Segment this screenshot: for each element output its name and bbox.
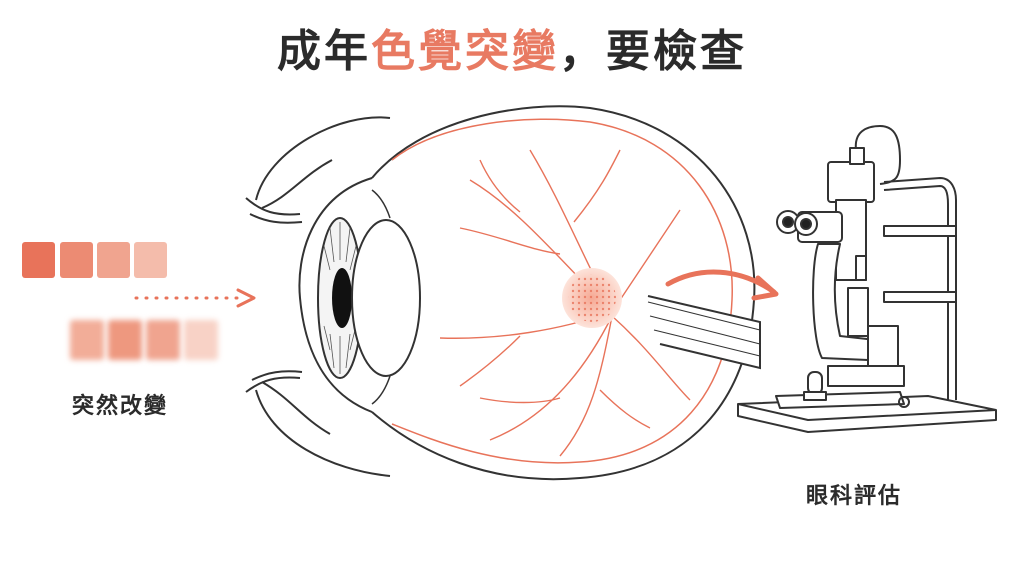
title-part-1: 成年	[277, 26, 371, 77]
eye-exam-label: 眼科評估	[806, 484, 903, 509]
clear-swatch-4	[134, 242, 167, 278]
blurred-swatch-1	[70, 320, 104, 360]
sudden-change-label: 突然改變	[72, 394, 169, 419]
blurred-swatch-4	[184, 320, 218, 360]
arrow-right-icon	[665, 269, 779, 301]
eye-anatomy-icon	[245, 105, 761, 481]
clear-swatch-1	[22, 242, 55, 278]
slit-lamp-icon	[737, 125, 997, 433]
title-part-2: ，要檢查	[559, 26, 747, 77]
clear-swatch-3	[97, 242, 130, 278]
clear-swatch-2	[60, 242, 93, 278]
dotted-arrow-icon	[134, 288, 256, 308]
page-title: 成年色覺突變，要檢查	[0, 22, 1024, 82]
blurred-swatch-2	[108, 320, 142, 360]
title-accent: 色覺突變	[371, 26, 559, 77]
blurred-swatch-3	[146, 320, 180, 360]
